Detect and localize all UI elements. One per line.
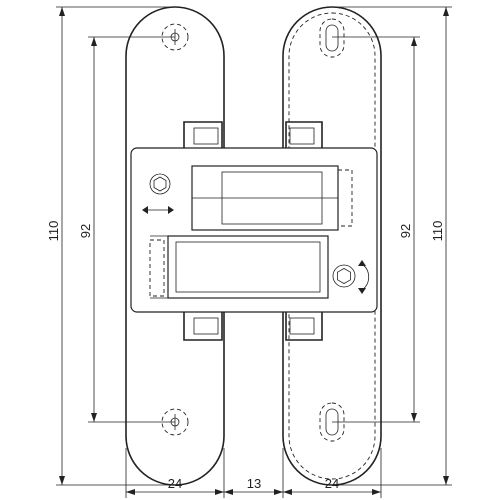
hinge-mechanism: [130, 121, 378, 341]
dim-height-outer-right: 110: [430, 221, 445, 242]
depth-adjust-screw-icon: [332, 264, 356, 288]
dim-width-left: 24: [168, 476, 182, 491]
dim-gap: 13: [247, 476, 261, 491]
dim-height-inner-left: 92: [78, 224, 93, 238]
rotation-arrow-icon: [358, 260, 370, 294]
dim-width-right: 24: [325, 476, 339, 491]
lateral-adjust-screw-icon: [149, 173, 171, 195]
top-right-slot: [319, 18, 345, 58]
dim-height-outer-left: 110: [46, 221, 61, 242]
horizontal-adjust-arrow-icon: [142, 206, 174, 214]
dimension-lines: [56, 6, 452, 498]
dim-height-inner-right: 92: [398, 224, 413, 238]
